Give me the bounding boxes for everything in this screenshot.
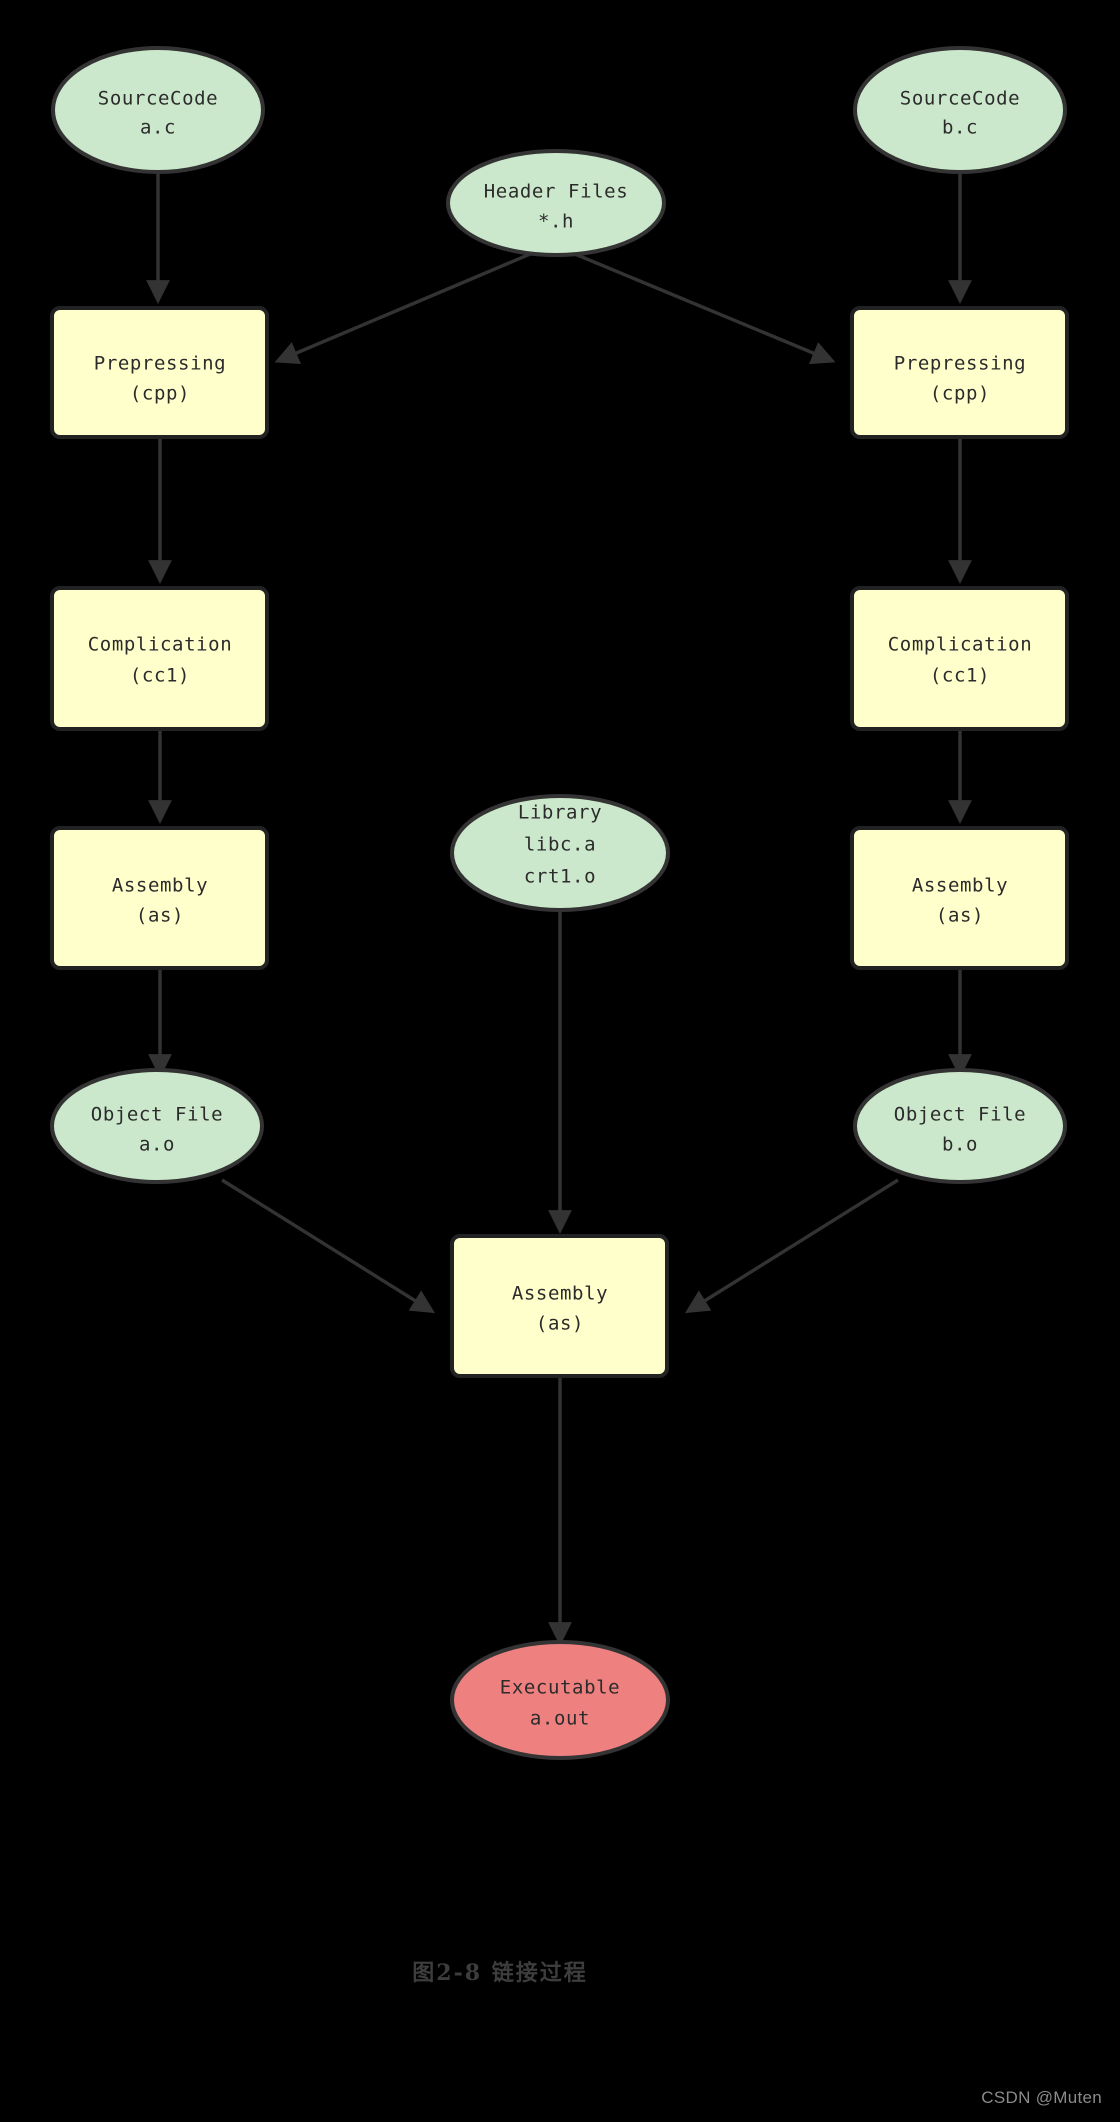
node-complication-a-line2: (cc1): [130, 665, 190, 687]
edge-header-to-prepress-b: [569, 250, 836, 365]
node-complication-a-line1: Complication: [88, 634, 232, 656]
node-prepressing-a[interactable]: Prepressing (cpp): [50, 306, 269, 439]
ellipse-shape: [446, 149, 666, 257]
ellipse-shape: [853, 46, 1067, 174]
ellipse-shape: [450, 1640, 670, 1760]
box-shape: [450, 1234, 669, 1378]
box-shape: [50, 306, 269, 439]
node-library-line1: Library: [518, 802, 602, 824]
edge-object-b-to-link: [684, 1178, 899, 1314]
node-object-file-a-line2: a.o: [139, 1134, 175, 1156]
node-library-line3: crt1.o: [524, 866, 596, 888]
node-header-files-line2: *.h: [538, 211, 574, 233]
node-source-code-a-line2: a.c: [140, 117, 176, 139]
node-assembly-b[interactable]: Assembly (as): [850, 826, 1069, 970]
node-source-code-b-line2: b.c: [942, 117, 978, 139]
node-object-file-b[interactable]: Object File b.o: [853, 1068, 1067, 1184]
node-link-assembly[interactable]: Assembly (as): [450, 1234, 669, 1378]
node-object-file-a-line1: Object File: [91, 1104, 223, 1126]
box-shape: [850, 306, 1069, 439]
node-link-assembly-line2: (as): [536, 1313, 584, 1335]
node-assembly-a[interactable]: Assembly (as): [50, 826, 269, 970]
node-executable[interactable]: Executable a.out: [450, 1640, 670, 1760]
node-header-files[interactable]: Header Files *.h: [446, 149, 666, 257]
node-link-assembly-line1: Assembly: [512, 1283, 608, 1305]
node-library-line2: libc.a: [524, 834, 596, 856]
ellipse-shape: [51, 46, 265, 174]
node-complication-b-line1: Complication: [888, 634, 1032, 656]
node-complication-a[interactable]: Complication (cc1): [50, 586, 269, 731]
csdn-watermark: CSDN @Muten: [981, 2088, 1102, 2107]
node-prepressing-a-line2: (cpp): [130, 383, 190, 405]
node-object-file-b-line1: Object File: [894, 1104, 1026, 1126]
node-complication-b[interactable]: Complication (cc1): [850, 586, 1069, 731]
ellipse-shape: [853, 1068, 1067, 1184]
node-executable-line1: Executable: [500, 1677, 620, 1699]
node-library[interactable]: Library libc.a crt1.o: [450, 794, 670, 912]
ellipse-shape: [450, 794, 670, 912]
box-shape: [50, 586, 269, 731]
node-object-file-a[interactable]: Object File a.o: [50, 1068, 264, 1184]
box-shape: [850, 586, 1069, 731]
box-shape: [850, 826, 1069, 970]
node-prepressing-b-line1: Prepressing: [894, 353, 1026, 375]
node-prepressing-a-line1: Prepressing: [94, 353, 226, 375]
edge-object-a-to-link: [221, 1178, 436, 1314]
node-source-code-a-line1: SourceCode: [98, 88, 218, 110]
node-source-code-a[interactable]: SourceCode a.c: [51, 46, 265, 174]
node-assembly-a-line1: Assembly: [112, 875, 208, 897]
figure-caption: 图2-8 链接过程: [412, 1960, 588, 1986]
node-header-files-line1: Header Files: [484, 181, 628, 203]
box-shape: [50, 826, 269, 970]
edge-header-to-prepress-a: [274, 250, 536, 364]
node-source-code-b[interactable]: SourceCode b.c: [853, 46, 1067, 174]
node-complication-b-line2: (cc1): [930, 665, 990, 687]
node-source-code-b-line1: SourceCode: [900, 88, 1020, 110]
edges-layer: [146, 128, 972, 1646]
node-prepressing-b[interactable]: Prepressing (cpp): [850, 306, 1069, 439]
node-object-file-b-line2: b.o: [942, 1134, 978, 1156]
ellipse-shape: [50, 1068, 264, 1184]
node-assembly-b-line2: (as): [936, 905, 984, 927]
node-assembly-a-line2: (as): [136, 905, 184, 927]
node-executable-line2: a.out: [530, 1708, 590, 1730]
node-assembly-b-line1: Assembly: [912, 875, 1008, 897]
node-prepressing-b-line2: (cpp): [930, 383, 990, 405]
